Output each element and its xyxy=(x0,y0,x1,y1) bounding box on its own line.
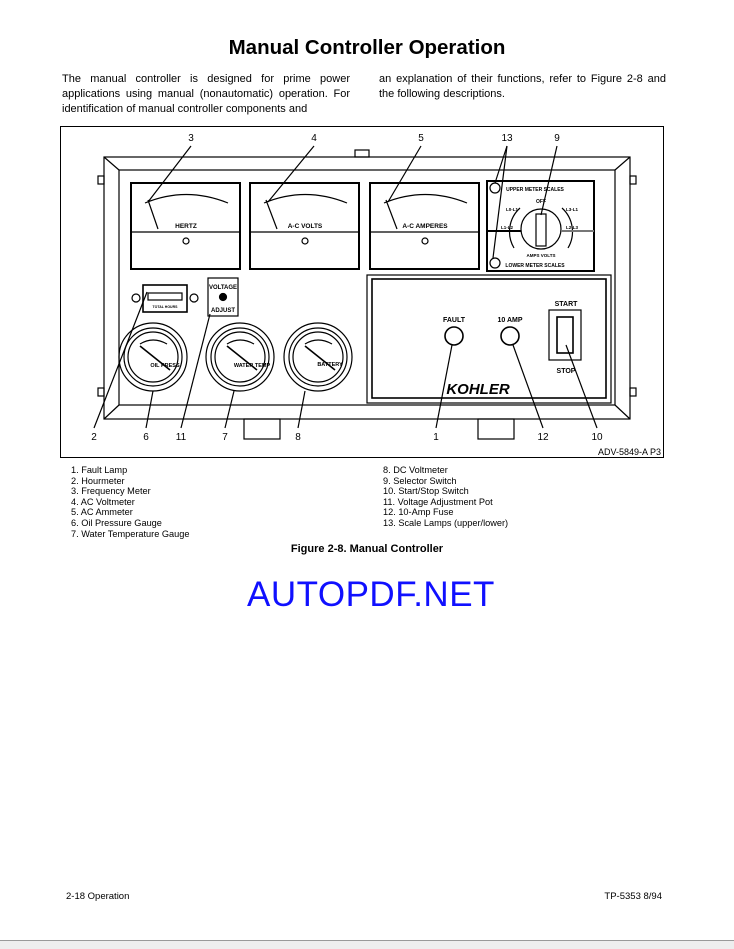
gauge-label-battery: BATTERY xyxy=(317,362,343,368)
footer-page: 2-18 Operation xyxy=(66,891,130,902)
callout-4: 4 xyxy=(311,133,317,144)
legend-item: 6. Oil Pressure Gauge xyxy=(71,517,162,528)
fuse-10-amp xyxy=(500,326,520,346)
legend-item: 5. AC Ammeter xyxy=(71,507,133,518)
ac-voltmeter xyxy=(249,182,360,270)
callout-5: 5 xyxy=(418,133,424,144)
start-label: START xyxy=(555,301,579,308)
hourmeter xyxy=(131,284,199,313)
fault-lamp xyxy=(444,326,464,346)
legend-item: 13. Scale Lamps (upper/lower) xyxy=(383,517,509,528)
callout-1: 1 xyxy=(433,432,439,443)
voltage-label: VOLTAGE xyxy=(209,285,237,291)
meter-label-hertz: HERTZ xyxy=(175,223,197,230)
meter-label-amperes: A-C AMPERES xyxy=(402,223,448,230)
lower-meter-scales-label: LOWER METER SCALES xyxy=(505,263,565,269)
stop-label: STOP xyxy=(557,368,576,375)
start-stop-switch xyxy=(548,309,582,361)
legend-left: 1. Fault Lamp 2. Hourmeter 3. Frequency … xyxy=(71,465,189,539)
water-temp-gauge xyxy=(205,322,275,392)
gauge-label-water: WATER TEMP xyxy=(234,363,271,369)
figure-frame xyxy=(60,126,664,458)
callout-12: 12 xyxy=(537,432,549,443)
drawing-id: ADV-5849-A P3 xyxy=(598,447,661,457)
fuse-label: 10 AMP xyxy=(497,317,522,324)
callout-7: 7 xyxy=(222,432,228,443)
selector-l2-l3: L2-L3 xyxy=(566,225,578,230)
footer-doc-id: TP-5353 8/94 xyxy=(604,891,662,902)
gauge-label-oil: OIL PRESS xyxy=(150,363,180,369)
selector-l3-l1: L3-L1 xyxy=(566,207,578,212)
upper-meter-scales-label: UPPER METER SCALES xyxy=(506,187,564,193)
legend-item: 12. 10-Amp Fuse xyxy=(383,507,454,518)
hourmeter-label: TOTAL HOURS xyxy=(153,305,179,309)
legend-item: 8. DC Voltmeter xyxy=(383,465,448,475)
legend-item: 9. Selector Switch xyxy=(383,475,457,486)
legend-item: 4. AC Voltmeter xyxy=(71,496,135,507)
page-title: Manual Controller Operation xyxy=(228,36,506,59)
legend-item: 7. Water Temperature Gauge xyxy=(71,528,190,539)
selector-l1-l2: L1-L2 xyxy=(501,225,513,230)
callout-3: 3 xyxy=(188,133,194,144)
frequency-meter xyxy=(130,182,241,270)
fault-label: FAULT xyxy=(443,317,466,324)
legend-right: 8. DC Voltmeter 9. Selector Switch 10. S… xyxy=(383,465,508,529)
ac-ammeter xyxy=(369,182,480,270)
callout-6: 6 xyxy=(143,432,149,443)
callout-13: 13 xyxy=(501,133,513,144)
voltage-adjust-pot xyxy=(207,277,239,317)
kohler-logo: KOHLER xyxy=(446,381,510,398)
callout-9: 9 xyxy=(554,133,560,144)
callout-8: 8 xyxy=(295,432,301,443)
selector-off-label: OFF xyxy=(536,199,546,205)
battery-gauge xyxy=(283,322,353,392)
watermark: AUTOPDF.NET xyxy=(247,575,495,614)
legend-item: 2. Hourmeter xyxy=(71,475,125,486)
callout-2: 2 xyxy=(91,432,97,443)
adjust-label: ADJUST xyxy=(211,308,235,314)
oil-pressure-gauge xyxy=(118,322,188,392)
amps-volts-label: AMPS VOLTS xyxy=(527,253,556,258)
selector-l0-l1: L0-L1 xyxy=(506,207,518,212)
meter-label-volts: A-C VOLTS xyxy=(288,223,323,230)
intro-right: an explanation of their functions, refer… xyxy=(379,73,666,100)
callout-10: 10 xyxy=(591,432,603,443)
legend-item: 10. Start/Stop Switch xyxy=(383,486,469,497)
figure-caption: Figure 2-8. Manual Controller xyxy=(290,543,444,555)
legend-item: 11. Voltage Adjustment Pot xyxy=(383,496,493,507)
legend-item: 1. Fault Lamp xyxy=(71,465,128,475)
callout-11: 11 xyxy=(176,432,187,443)
legend-item: 3. Frequency Meter xyxy=(71,486,151,497)
page-bottom-edge xyxy=(0,940,734,949)
intro-left: The manual controller is designed for pr… xyxy=(62,73,350,115)
